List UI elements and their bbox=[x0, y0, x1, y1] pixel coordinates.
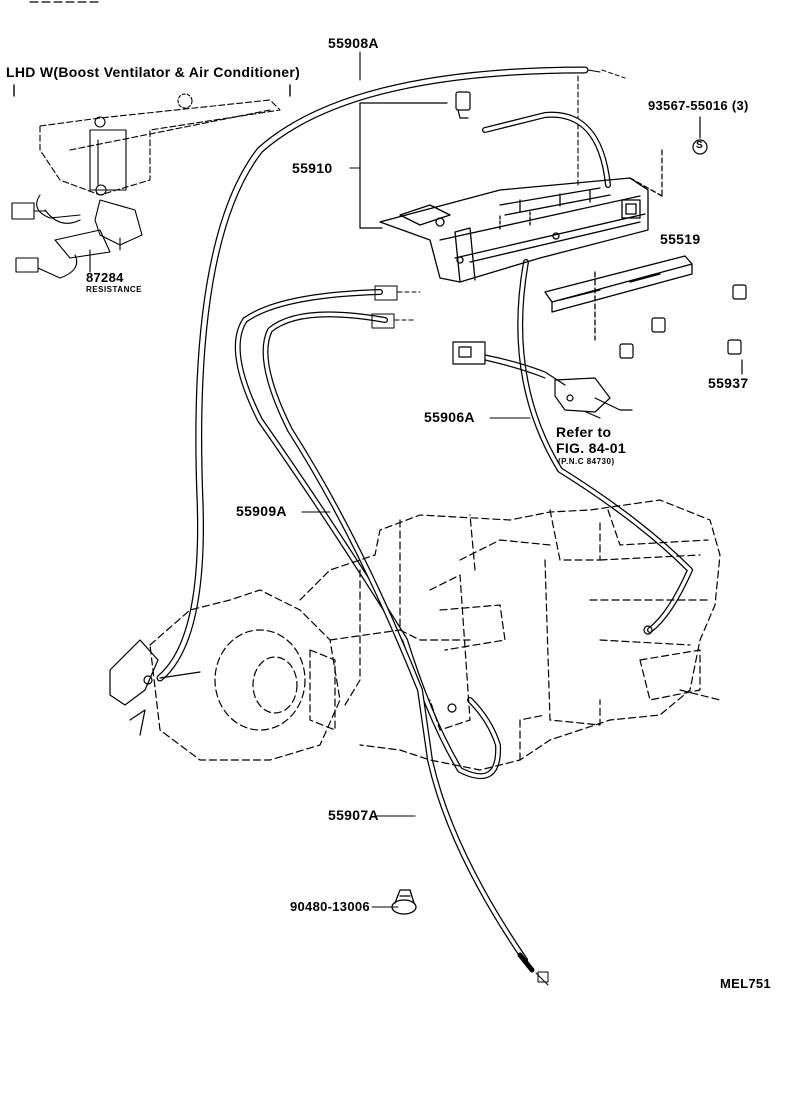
leader-lines bbox=[301, 51, 531, 908]
variant-bracket bbox=[13, 84, 291, 97]
cable-55906a bbox=[517, 259, 693, 633]
part-number-87284: 87284 bbox=[86, 270, 124, 285]
part-number-55908a: 55908A bbox=[328, 35, 379, 51]
panel-55519 bbox=[544, 255, 693, 341]
part-number-93567: 93567-55016 (3) bbox=[648, 98, 749, 113]
screw-symbol: S bbox=[696, 140, 703, 151]
part-number-55906a: 55906A bbox=[424, 409, 475, 425]
part-number-55519: 55519 bbox=[660, 231, 701, 247]
part-number-90480: 90480-13006 bbox=[290, 899, 370, 914]
refer-to-label: Refer to bbox=[556, 424, 612, 440]
damper-linkage bbox=[109, 625, 653, 736]
cable-upper bbox=[482, 111, 611, 188]
resistance-label: RESISTANCE bbox=[86, 285, 142, 294]
blower-switch bbox=[452, 341, 633, 419]
heater-unit bbox=[149, 499, 721, 771]
part-number-55910: 55910 bbox=[292, 160, 333, 176]
figure-reference: FIG. 84-01 bbox=[556, 440, 626, 456]
part-number-55937: 55937 bbox=[708, 375, 749, 391]
cable-55908a bbox=[156, 66, 626, 682]
variant-heading: LHD W(Boost Ventilator & Air Conditioner… bbox=[6, 64, 301, 80]
part-number-55909a: 55909A bbox=[236, 503, 287, 519]
control-head bbox=[379, 177, 663, 283]
part-number-55907a: 55907A bbox=[328, 807, 379, 823]
pnc-reference: (P.N.C 84730) bbox=[558, 457, 615, 466]
grommet-90480 bbox=[391, 889, 417, 915]
knobs-55937 bbox=[619, 284, 747, 375]
cable-55909a bbox=[234, 285, 549, 986]
resistor-bracket-inset bbox=[11, 93, 281, 279]
screw-93567 bbox=[661, 116, 708, 199]
knob-55910 bbox=[359, 91, 471, 229]
drawing-code: MEL751 bbox=[720, 976, 771, 991]
